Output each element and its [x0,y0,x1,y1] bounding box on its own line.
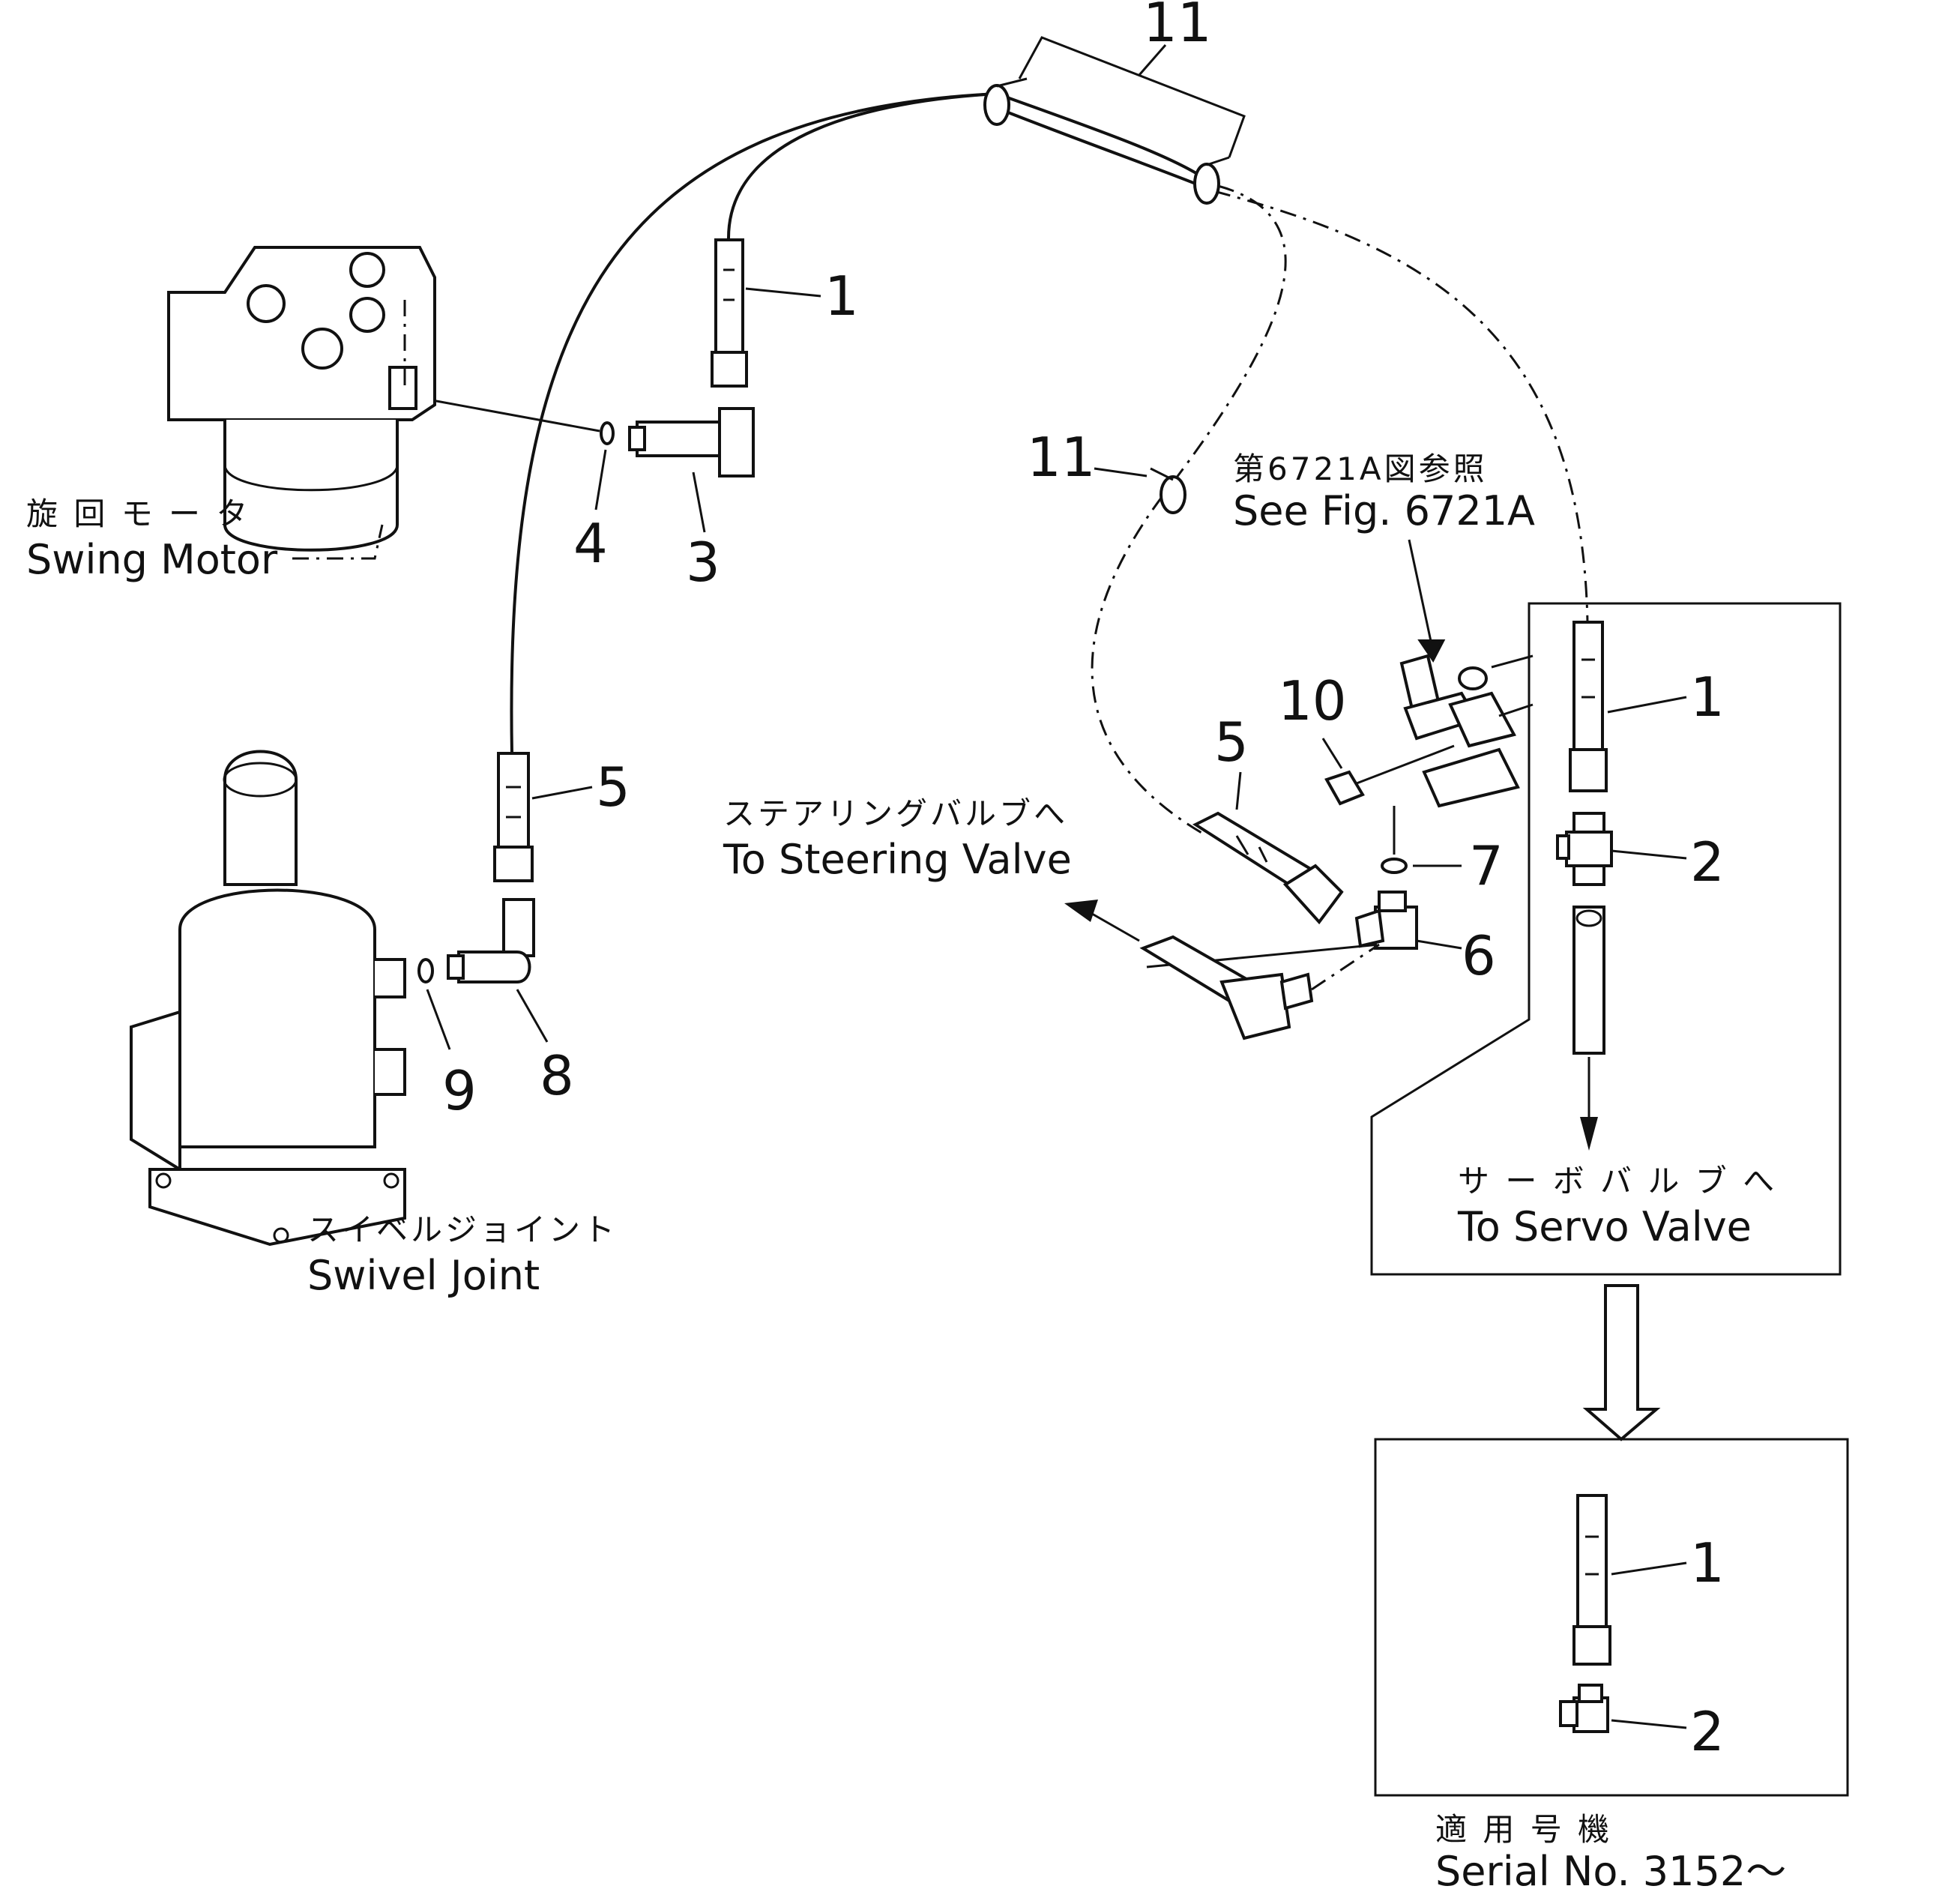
hose-1-top[interactable] [711,238,748,388]
hose-1-serial[interactable] [1572,1494,1611,1666]
hose-1-box[interactable] [1569,621,1608,792]
clamp-11-top-bracket [1018,36,1246,158]
hose-line-top [726,92,998,241]
callout-1-box: 1 [1690,666,1725,729]
servo-label-en: To Servo Valve [1457,1203,1752,1250]
callout-1-serial: 1 [1690,1531,1725,1594]
callout-6: 6 [1462,924,1496,987]
hose-line-right-5[interactable] [1091,184,1287,837]
serial-label-jp: 適 用 号 機 [1435,1811,1612,1848]
transition-arrow [1582,1284,1661,1441]
callout-11-mid: 11 [1027,426,1096,489]
hose-line-bundle-b [1007,111,1215,193]
servo-label-jp: サ ー ボ バ ル ブ へ [1458,1163,1777,1199]
swing-motor-label-jp: 旋 回 モ ー タ [26,495,250,532]
tee-2-box[interactable] [1556,812,1613,886]
swivel-joint-label-en: Swivel Joint [307,1252,540,1299]
fig-ref-en: See Fig. 6721A [1233,487,1535,534]
oring-4[interactable] [600,421,615,445]
callout-5-right: 5 [1214,711,1249,774]
servo-box [1370,602,1842,1276]
callout-3: 3 [686,531,720,594]
servo-arrow [1580,1117,1598,1151]
callout-4: 4 [573,512,608,575]
servo-hose[interactable] [1572,906,1605,1055]
oring-7[interactable] [1381,858,1408,874]
callout-1-top: 1 [824,265,859,328]
callout-10: 10 [1278,669,1347,732]
valve-block[interactable] [1399,654,1534,808]
callout-11-top: 11 [1143,0,1212,54]
serial-label-en: Serial No. 3152～ [1435,1848,1786,1895]
swing-motor-label-en: Swing Motor [26,536,278,583]
connector-3[interactable] [628,407,755,477]
plug-10[interactable] [1324,744,1455,806]
hose-line-servo[interactable] [1213,190,1589,623]
callout-8: 8 [540,1044,574,1107]
callout-5-left: 5 [596,756,630,819]
hose-5-left[interactable] [493,752,534,882]
fig-ref-jp: 第6721A図参照 [1233,451,1488,487]
callout-7: 7 [1469,834,1504,897]
hose-routes [415,92,1589,968]
steering-arrow [1064,900,1098,922]
hose-line-swivel [510,92,998,754]
swivel-joint-label-jp: スイベルジョイント [307,1211,618,1248]
steering-label-en: To Steering Valve [723,836,1072,883]
clamp-11-mid[interactable] [1150,467,1186,514]
clamp-11-a[interactable] [983,77,1028,126]
elbow-2-serial[interactable] [1559,1684,1609,1733]
elbow-8[interactable] [447,898,535,983]
swing-motor[interactable] [167,246,436,552]
callout-9: 9 [442,1059,477,1122]
steering-label-jp: ステアリングバルブへ [723,795,1068,832]
oring-9[interactable] [417,958,434,983]
elbow-6[interactable] [1354,891,1418,950]
swing-motor-port-line [415,396,600,433]
serial-box [1374,1438,1849,1797]
hose-line-bundle-a [996,92,1208,181]
hose-5-right[interactable] [1192,811,1344,925]
clamp-11-b[interactable] [1193,156,1230,205]
swivel-joint[interactable] [130,750,406,1247]
callout-2-box: 2 [1690,831,1725,894]
callout-2-serial: 2 [1690,1700,1725,1763]
steering-elbow[interactable] [1139,935,1314,1040]
